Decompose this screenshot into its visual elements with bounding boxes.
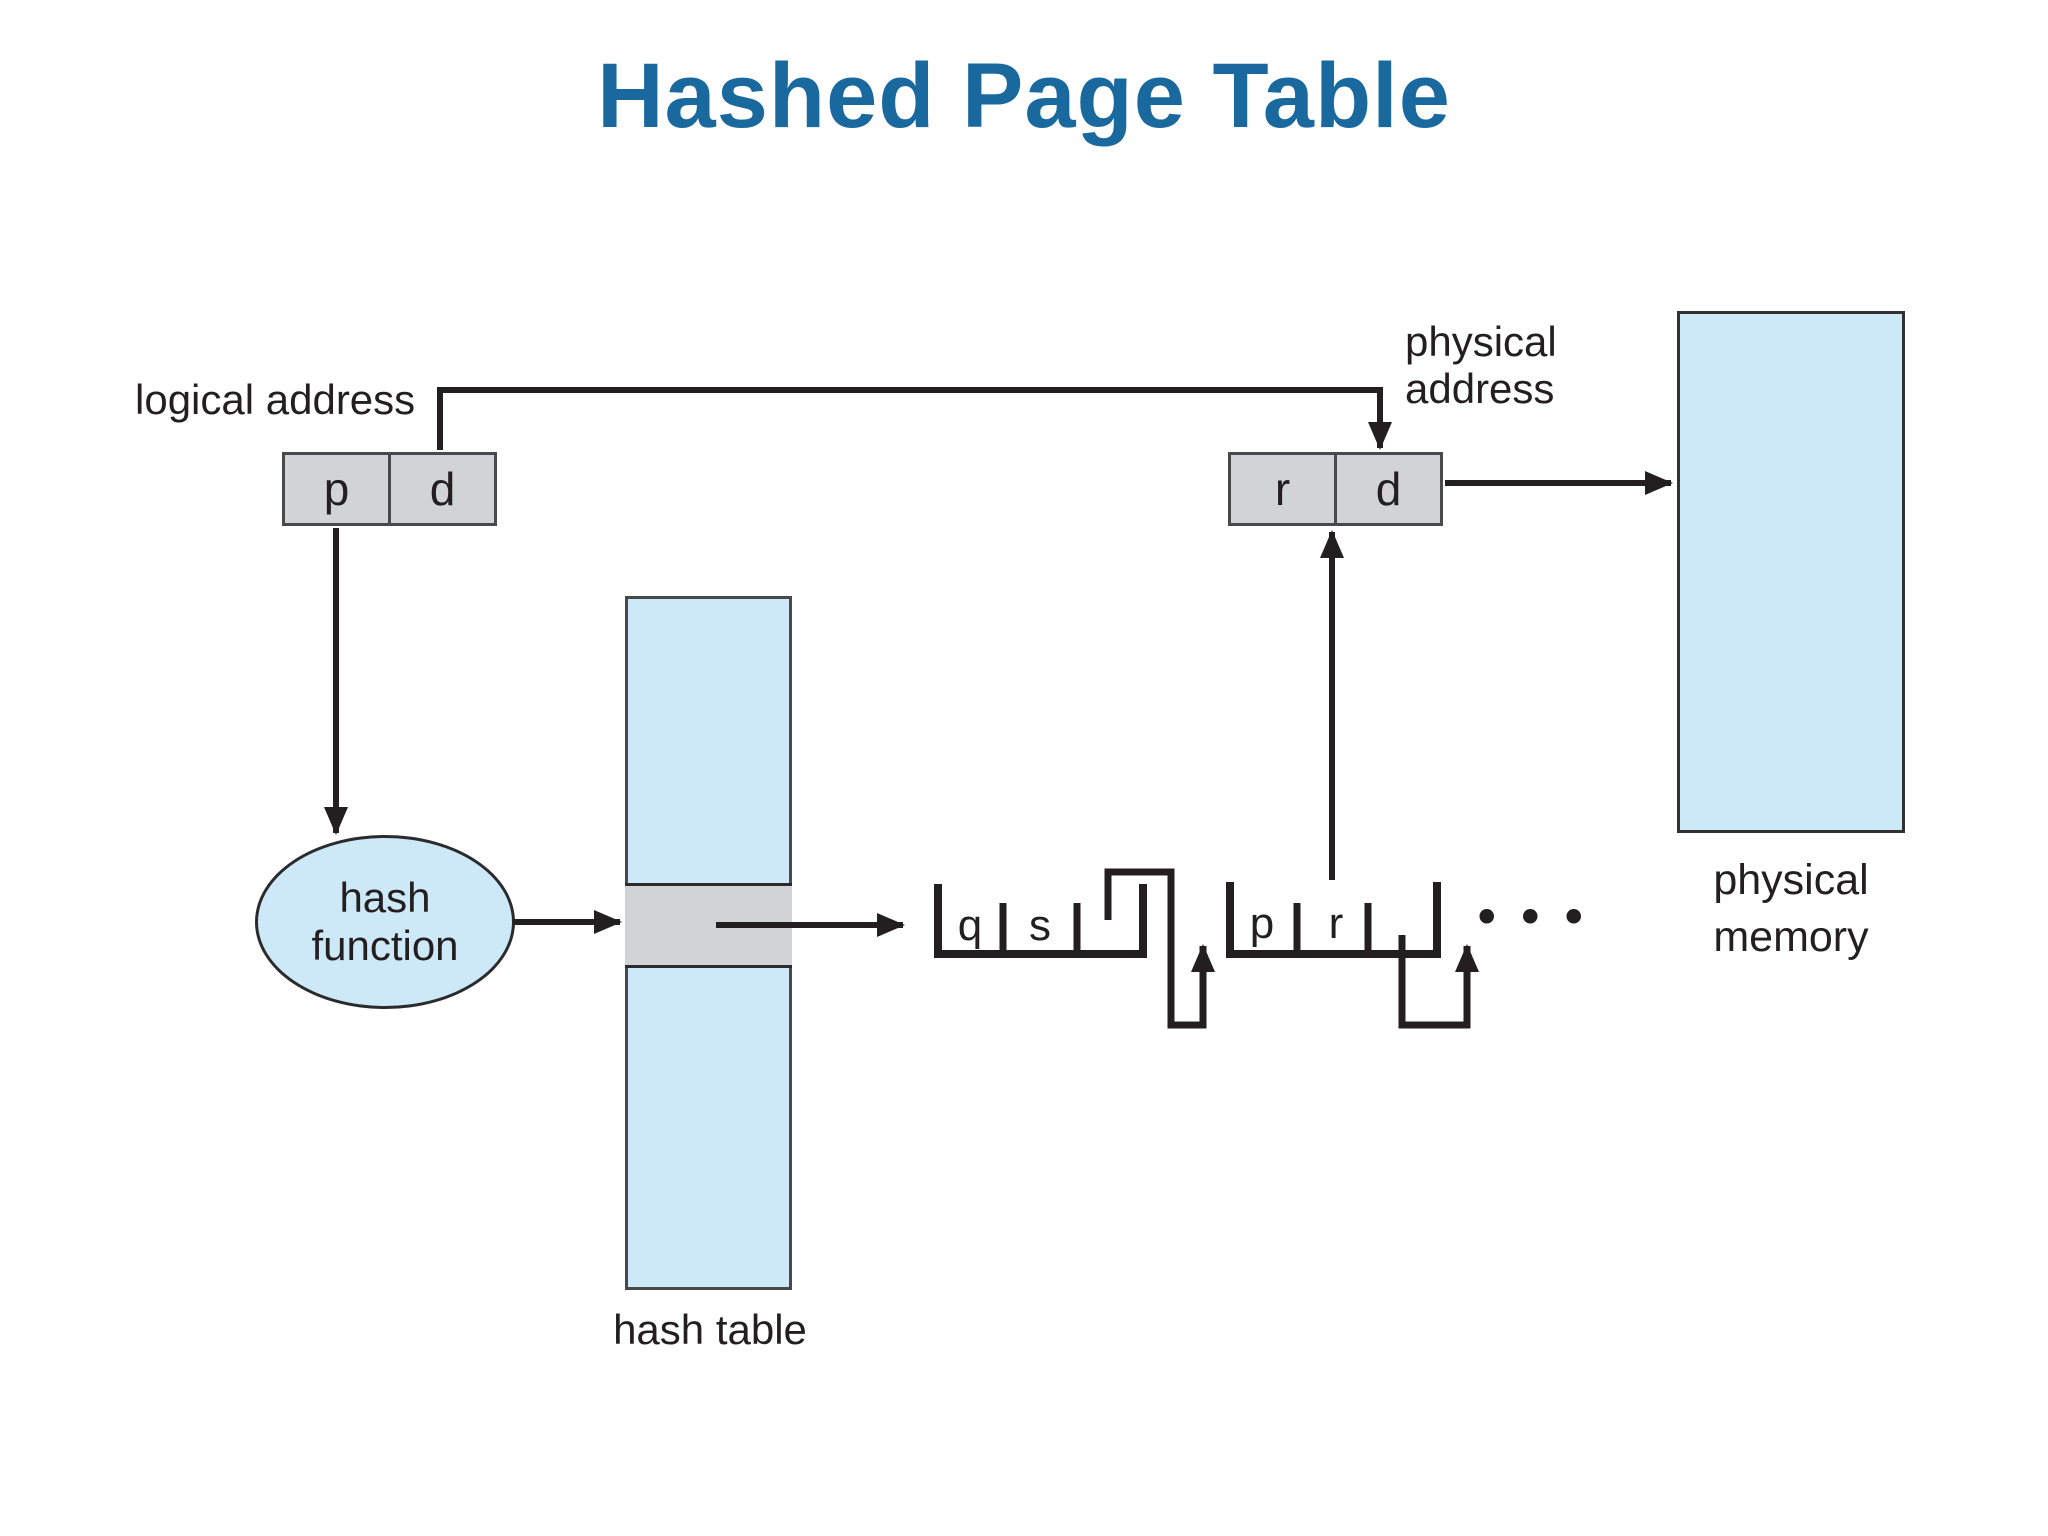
logical-offset-cell: d [429,463,456,515]
chain-node1-field2: s [1029,901,1051,950]
physical-address-label: physical address [1405,318,1557,412]
logical-page-cell: p [285,455,391,523]
page-title: Hashed Page Table [597,45,1451,147]
physical-offset-cell: d [1375,463,1402,515]
hash-table-label: hash table [613,1306,807,1353]
physical-memory-label-line2: memory [1713,913,1869,961]
physical-memory-label-line1: physical [1713,856,1869,904]
hash-function-label-line2: function [311,922,459,969]
chain-node2-field1: p [1249,899,1275,948]
hash-function-label-line1: hash [339,874,431,921]
logical-address-box: p d [282,452,497,526]
arrow-offset-to-physical-address [437,387,1392,450]
chain-node1-field1: q [957,901,983,950]
physical-frame-cell: r [1231,455,1337,523]
chain-node1-next-pointer [1104,868,1215,1029]
physical-address-label-line2: address [1405,365,1555,412]
logical-address-label: logical address [135,376,416,423]
hash-table-bucket-band [625,883,792,968]
chain-node2-field2: r [1328,899,1344,948]
physical-address-label-line1: physical [1405,318,1557,365]
hash-function-ellipse: hash function [255,835,515,1009]
chain-node2-next-pointer [1398,935,1479,1029]
physical-address-box: r d [1228,452,1443,526]
physical-memory-label: physical memory [1677,852,1905,966]
chain-ellipsis: ••• [1472,889,1603,947]
physical-memory-box [1677,311,1905,833]
